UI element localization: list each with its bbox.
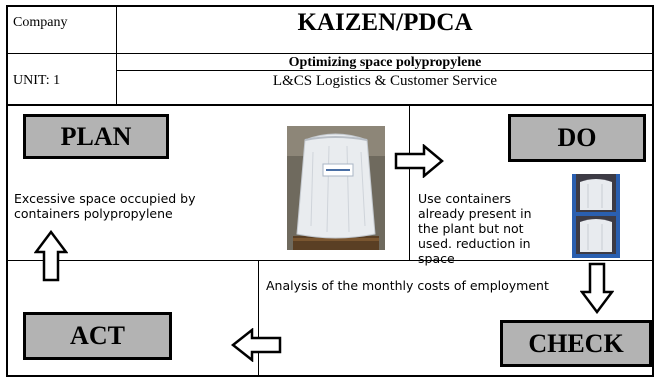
unit-label: UNIT: 1 (13, 73, 61, 88)
plan-box: PLAN (23, 114, 169, 159)
do-box: DO (508, 114, 646, 162)
header-row-divider (6, 53, 654, 54)
page-title: KAIZEN/PDCA (297, 9, 473, 36)
stacked-containers-photo (572, 174, 620, 258)
check-box: CHECK (500, 320, 652, 367)
frame-bottom (6, 375, 654, 377)
department-label: L&CS Logistics & Customer Service (272, 73, 498, 89)
arrow-left-icon (230, 327, 282, 363)
arrow-up-icon (33, 229, 69, 282)
quadrant-divider-vertical-top (409, 105, 410, 261)
frame-top (6, 5, 654, 7)
polypropylene-bag-photo (287, 126, 385, 250)
frame-right (652, 5, 654, 377)
subtitle-underline (116, 70, 654, 71)
do-text: Use containers already present in the pl… (418, 191, 532, 266)
arrow-right-icon (394, 143, 444, 179)
frame-left (6, 5, 8, 377)
company-label: Company (13, 15, 68, 30)
header-bottom-divider (6, 104, 654, 106)
check-text: Analysis of the monthly costs of employm… (266, 278, 549, 293)
quadrant-divider-vertical-bottom (258, 260, 259, 377)
plan-text: Excessive space occupied by containers p… (14, 191, 196, 221)
subtitle: Optimizing space polypropylene (288, 55, 482, 70)
act-box: ACT (23, 312, 172, 360)
quadrant-divider-horizontal (6, 260, 654, 261)
header-divider-vertical (116, 5, 117, 106)
arrow-down-icon (579, 262, 615, 315)
